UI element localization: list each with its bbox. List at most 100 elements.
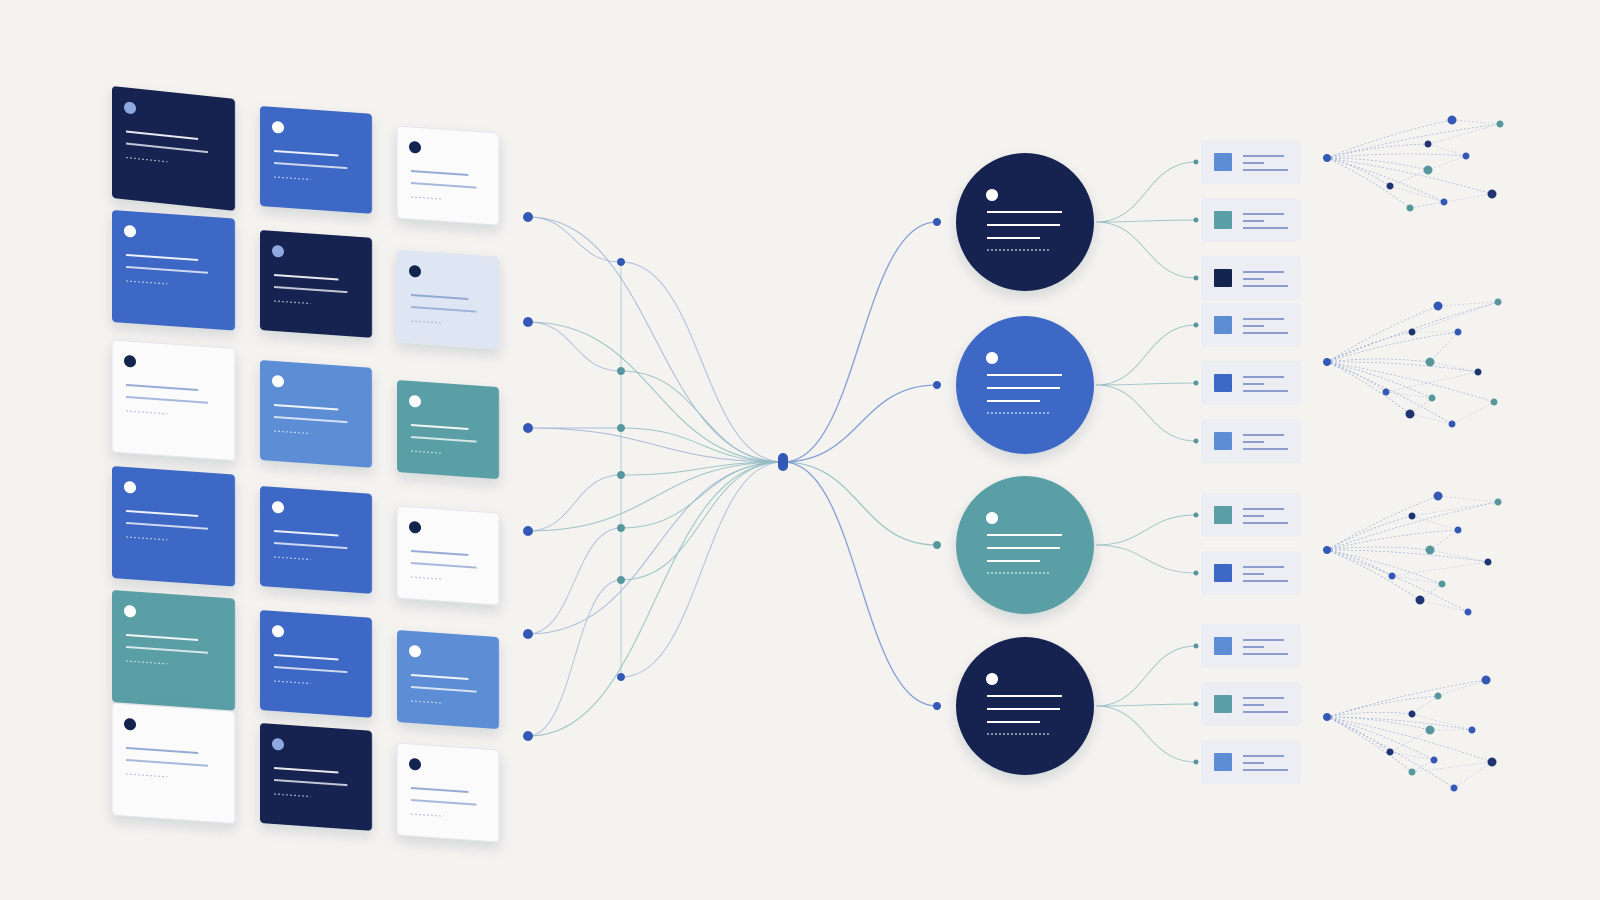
input-wire [527, 474, 622, 532]
list-item-bg [1201, 493, 1301, 537]
network-edge [1326, 153, 1467, 159]
card-text-line [126, 383, 199, 392]
output-connector-dot [933, 381, 941, 389]
network-edge [1326, 305, 1439, 363]
network-edge [1326, 361, 1411, 415]
network-edge [1326, 716, 1435, 761]
item-wire [1095, 382, 1197, 386]
card-avatar-dot [272, 738, 284, 751]
source-card [397, 380, 499, 479]
card-text-line [274, 541, 348, 550]
junction-dot [617, 367, 625, 375]
item-wire [1095, 703, 1197, 707]
list-item-card [1201, 624, 1301, 668]
card-body [397, 380, 499, 479]
card-avatar-dot [124, 225, 136, 238]
card-avatar-dot [124, 355, 136, 368]
network-node-dot [1408, 512, 1416, 520]
network-edge [1326, 157, 1445, 203]
card-text-line [126, 521, 208, 530]
network-edge [1326, 515, 1413, 551]
junction-dot [617, 424, 625, 432]
network-edge [1326, 157, 1429, 171]
network-root-dot [1323, 358, 1331, 366]
item-connector-dot [1193, 322, 1199, 328]
item-wire [1095, 645, 1197, 707]
card-avatar-dot [409, 395, 421, 408]
hub-node [778, 453, 788, 471]
output-circle [956, 153, 1094, 291]
item-connector-dot [1193, 217, 1199, 223]
network-node-dot [1448, 420, 1456, 428]
item-wire [1095, 221, 1197, 279]
item-connector-dot [1193, 701, 1199, 707]
network-cluster [1323, 491, 1502, 616]
network-edge [1419, 599, 1469, 613]
output-node [956, 476, 1094, 614]
network-node-dot [1496, 120, 1504, 128]
card-text-line [126, 395, 208, 404]
card-avatar-dot [409, 141, 421, 154]
network-edge [1429, 331, 1459, 363]
network-edge [1427, 143, 1467, 157]
card-avatar-dot [124, 718, 136, 731]
source-card [260, 230, 372, 338]
network-node-dot [1425, 725, 1435, 735]
card-avatar-dot [272, 375, 284, 388]
card-body [260, 723, 372, 831]
network-edge [1409, 193, 1493, 209]
card-body [260, 486, 372, 594]
card-text-line [411, 169, 469, 176]
network-node-dot [1405, 409, 1415, 419]
source-card [111, 702, 236, 824]
network-edge [1326, 549, 1489, 563]
network-edge [1411, 761, 1493, 773]
input-wire [527, 427, 784, 463]
network-edge [1326, 549, 1443, 585]
list-item-bg [1201, 303, 1301, 347]
network-node-dot [1433, 301, 1443, 311]
card-avatar-dot [272, 245, 284, 258]
card-text-line [411, 423, 469, 430]
input-wire [527, 216, 622, 263]
output-circle [956, 637, 1094, 775]
list-item-card [1201, 140, 1301, 184]
item-connector-dot [1193, 512, 1199, 518]
input-connector-dot [523, 423, 533, 433]
list-item-swatch [1214, 564, 1232, 582]
output-wire [782, 461, 938, 707]
card-text-line [411, 549, 469, 556]
card-text-line [274, 766, 339, 774]
item-connector-dot [1193, 380, 1199, 386]
network-edge [1326, 143, 1429, 159]
card-avatar-dot [124, 101, 136, 114]
list-item-swatch [1214, 695, 1232, 713]
card-text-dashed [411, 450, 443, 454]
network-node-dot [1494, 298, 1502, 306]
card-text-line [274, 285, 348, 294]
junction-dot [617, 524, 625, 532]
network-node-dot [1430, 756, 1438, 764]
output-avatar-dot [986, 189, 998, 201]
network-edge [1451, 401, 1495, 425]
network-edge [1385, 371, 1479, 393]
item-wire [1095, 219, 1197, 223]
network-edge [1326, 157, 1493, 195]
junction-dot [617, 576, 625, 584]
source-card [260, 106, 372, 214]
output-connector-dot [933, 702, 941, 710]
card-text-dashed [126, 660, 168, 665]
card-body [260, 230, 372, 338]
list-item-card [1201, 551, 1301, 595]
card-text-line [274, 403, 339, 411]
card-body [396, 505, 500, 606]
output-node [956, 637, 1094, 775]
bundle-wire [620, 427, 784, 463]
source-card [111, 339, 236, 461]
network-root-dot [1323, 713, 1331, 721]
network-edge [1326, 549, 1469, 613]
card-text-line [411, 305, 477, 313]
network-edge [1326, 361, 1453, 425]
card-body [397, 630, 499, 729]
